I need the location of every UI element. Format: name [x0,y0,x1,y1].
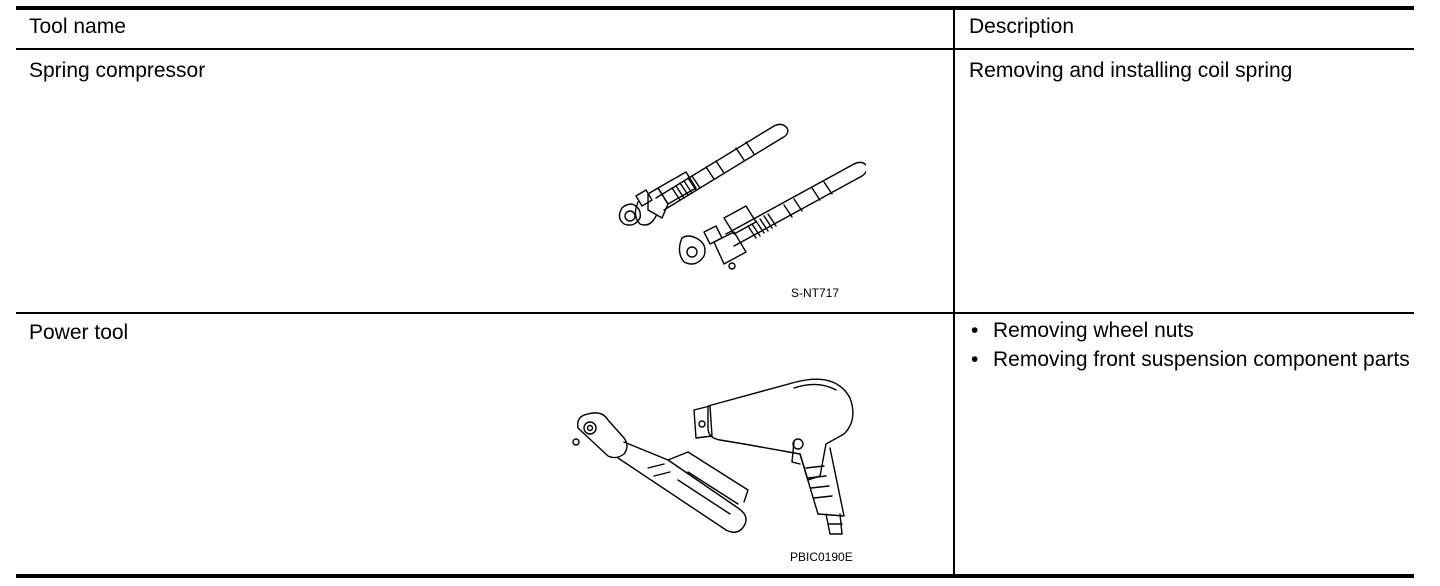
column-divider [953,10,955,574]
spring-compressor-illustration [596,106,866,276]
power-tool-illustration [568,358,878,553]
description-item: Removing wheel nuts [969,316,1413,345]
table-top-rule [16,6,1414,10]
row-power-tool-name: Power tool [29,321,129,344]
power-tool-figure-code: PBIC0190E [790,550,853,564]
header-tool-name: Tool name [29,15,126,38]
row-divider [16,312,1414,314]
row-spring-compressor-description: Removing and installing coil spring [969,59,1293,82]
header-divider [16,48,1414,50]
row-spring-compressor-name: Spring compressor [29,59,206,82]
table-bottom-rule [16,574,1414,578]
header-description: Description [969,15,1075,38]
power-tool-description-list: Removing wheel nuts Removing front suspe… [969,316,1413,374]
description-item: Removing front suspension component part… [969,345,1413,374]
tools-table: Tool name Description Spring compressor … [16,6,1414,578]
spring-compressor-figure-code: S-NT717 [791,286,840,300]
